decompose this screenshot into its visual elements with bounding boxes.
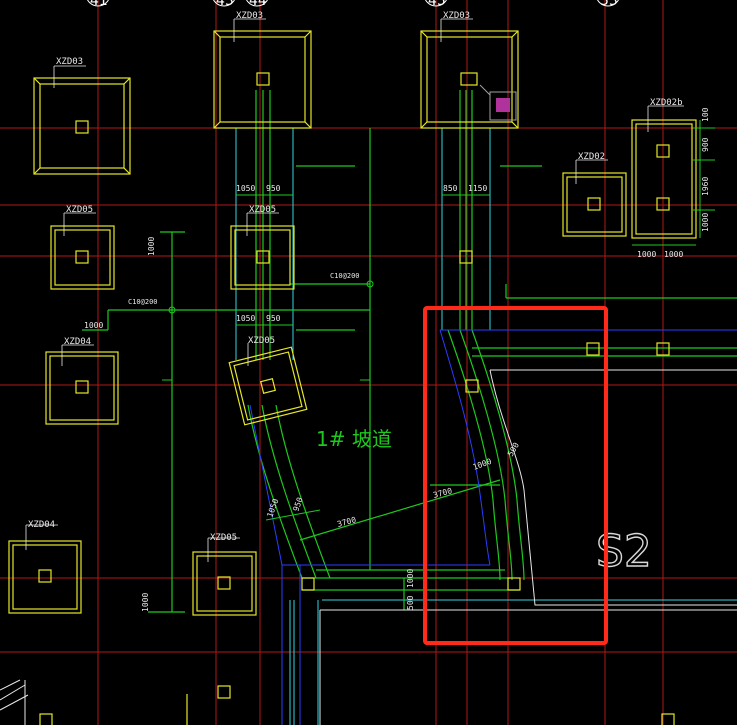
leader-lines	[25, 18, 684, 562]
blue-lines	[249, 329, 737, 725]
dim-1000-r2: 1000	[664, 250, 683, 259]
dim-950-top: 950	[266, 184, 281, 193]
axis-label-44: 44	[249, 0, 267, 9]
green-walls	[82, 90, 737, 613]
axis-bubbles	[87, 0, 619, 7]
dim-1150: 1150	[468, 184, 487, 193]
pad-xzd02b	[631, 119, 697, 239]
cyan-walls	[235, 128, 737, 725]
dim-1000-ramp: 1000	[472, 457, 493, 472]
dim-3700-right: 3700	[432, 486, 453, 500]
dim-1000-horiz: 1000	[84, 321, 103, 330]
axis-label-53: 53	[600, 0, 618, 9]
dim-100: 100	[701, 107, 710, 122]
label-xzd03-left: XZD03	[56, 57, 83, 67]
dim-1960: 1960	[701, 177, 710, 196]
dim-950-low: 950	[291, 496, 304, 513]
dim-900: 900	[701, 137, 710, 152]
pad-xzd04-bottom	[8, 540, 82, 614]
label-xzd05-left: XZD05	[66, 205, 93, 215]
dimension-lines	[162, 120, 715, 521]
pad-xzd03-left	[33, 77, 131, 175]
dim-1000-right-v: 1000	[701, 213, 710, 232]
ramp-label: 1# 坡道	[316, 427, 392, 451]
dim-1050-low: 1050	[265, 497, 280, 518]
highlight-box	[423, 306, 608, 645]
label-xzd05-rotated: XZD05	[248, 336, 275, 346]
label-xzd05-bottom: XZD05	[210, 533, 237, 543]
zone-boundary	[0, 369, 737, 725]
pad-xzd02	[562, 172, 627, 237]
pad-xzd05-bottom	[192, 551, 257, 616]
label-xzd03-center: XZD03	[236, 11, 263, 21]
dim-1050-mid: 1050	[236, 314, 255, 323]
label-xzd02: XZD02	[578, 152, 605, 162]
dim-1000-bottom-v: 1000	[406, 569, 415, 588]
dim-3700-left: 3700	[336, 515, 357, 529]
pad-xzd05-left	[50, 225, 115, 290]
node-marker	[366, 280, 374, 288]
pad-xzd03-center	[213, 30, 312, 129]
axis-label-45: 45	[428, 0, 446, 9]
pad-xzd04-left	[45, 351, 119, 425]
dim-1000-lower: 1000	[141, 593, 150, 612]
label-xzd03-right: XZD03	[443, 11, 470, 21]
dim-950-mid: 950	[266, 314, 281, 323]
dim-1050-top: 1050	[236, 184, 255, 193]
axis-label-43: 43	[216, 0, 234, 9]
label-xzd05-center: XZD05	[249, 205, 276, 215]
dim-1000-r1: 1000	[637, 250, 656, 259]
detail-box	[479, 84, 517, 121]
dim-1000-left: 1000	[147, 237, 156, 256]
label-xzd04-left: XZD04	[64, 337, 91, 347]
pad-xzd05-rotated	[228, 346, 308, 426]
pad-xzd05-center	[230, 225, 295, 290]
dim-500-bottom-v: 500	[406, 595, 415, 610]
label-xzd04-bottom: XZD04	[28, 520, 55, 530]
axis-label-41: 41	[90, 0, 108, 9]
pad-xzd03-right	[420, 30, 519, 129]
rebar-note-a: C10@200	[330, 272, 360, 280]
column-pads	[8, 30, 697, 725]
label-xzd02b: XZD02b	[650, 98, 683, 108]
node-marker	[168, 306, 176, 314]
dim-850: 850	[443, 184, 458, 193]
rebar-note-b: C10@200	[128, 298, 158, 306]
